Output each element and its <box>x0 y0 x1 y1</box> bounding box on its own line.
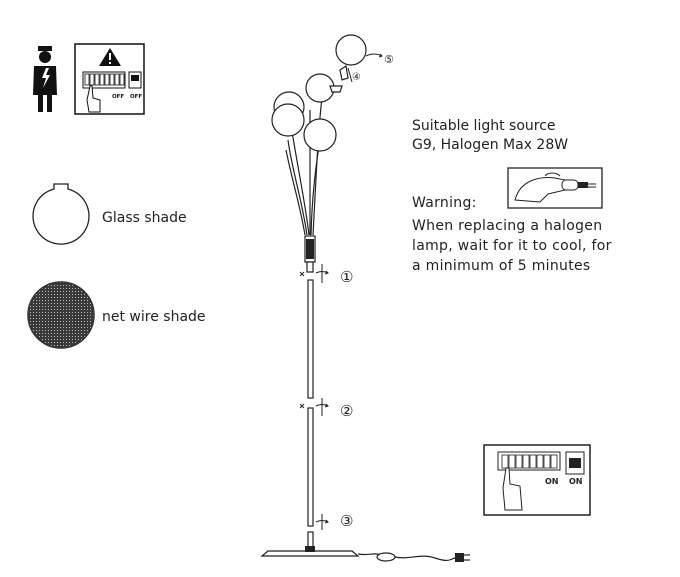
hand-holding-bulb-icon <box>507 167 603 209</box>
joint-markers <box>299 53 383 530</box>
net-wire-shade-icon <box>27 281 95 349</box>
breaker-panel-off: OFF OFF <box>74 43 145 115</box>
switch-on-label: ON <box>569 477 583 486</box>
breaker-panel-on: ON ON <box>483 444 591 516</box>
step-3-label: ③ <box>340 512 353 530</box>
hand-icon <box>86 85 101 113</box>
warning-triangle-icon <box>99 48 121 66</box>
hand-icon <box>502 467 523 511</box>
step-5-label: ⑤ <box>384 53 394 66</box>
warning-line-1: When replacing a halogen <box>412 218 603 234</box>
floor-lamp <box>260 34 470 562</box>
breaker-off-label: OFF <box>112 94 124 100</box>
switch-off-label: OFF <box>130 94 142 100</box>
breaker-on-label: ON <box>545 477 559 486</box>
warning-line-3: a minimum of 5 minutes <box>412 258 591 274</box>
warning-title: Warning: <box>412 195 477 211</box>
glass-shade-label: Glass shade <box>102 210 187 226</box>
glass-shade-icon <box>32 183 90 245</box>
net-wire-shade-label: net wire shade <box>102 309 206 325</box>
electrician-icon <box>33 46 57 112</box>
step-2-label: ② <box>340 402 353 420</box>
step-4-label: ④ <box>352 72 361 83</box>
step-1-label: ① <box>340 268 353 286</box>
warning-line-2: lamp, wait for it to cool, for <box>412 238 612 254</box>
light-source-line-2: G9, Halogen Max 28W <box>412 137 569 153</box>
light-source-line-1: Suitable light source <box>412 118 556 134</box>
